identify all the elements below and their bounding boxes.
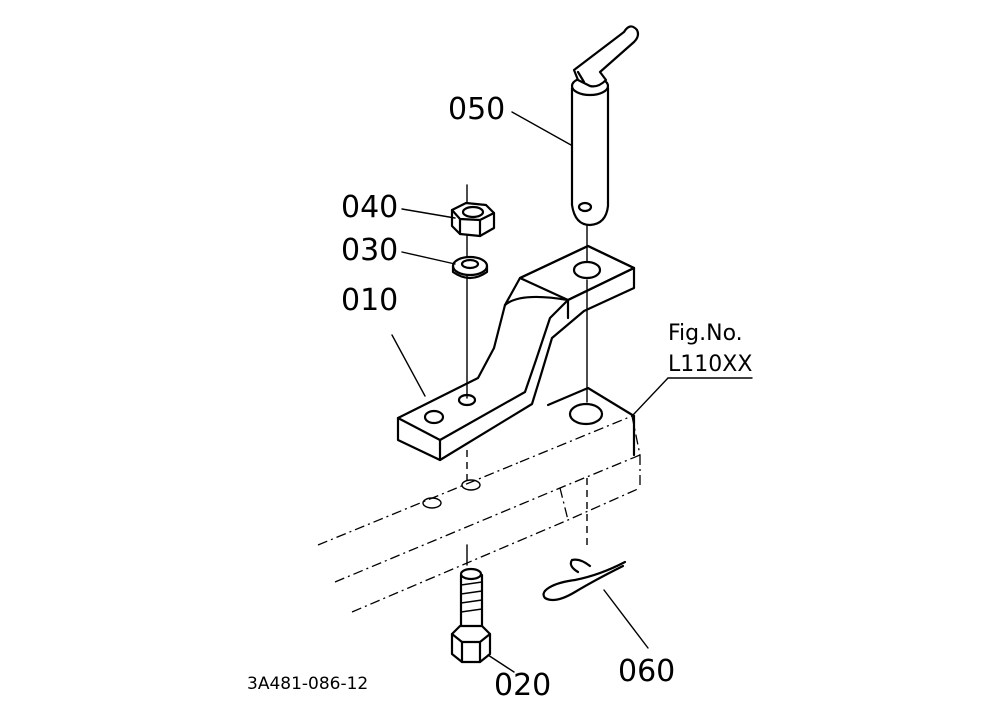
figure-label: Fig.No. — [668, 321, 743, 346]
bolt — [450, 567, 492, 664]
callout-060: 060 — [618, 654, 676, 689]
drawbar-bracket — [396, 244, 636, 462]
callout-020: 020 — [494, 668, 552, 703]
spring-washer — [451, 255, 489, 280]
drawing-code: 3A481-086-12 — [247, 674, 369, 694]
nut — [450, 201, 496, 238]
callout-010: 010 — [341, 283, 399, 318]
leader-lines — [391, 111, 753, 673]
frame-plate — [546, 386, 636, 457]
callout-030: 030 — [341, 233, 399, 268]
hitch-pin — [570, 25, 640, 227]
r-clip — [542, 558, 627, 602]
callout-050: 050 — [448, 92, 506, 127]
figure-number: L110XX — [668, 352, 753, 377]
callout-040: 040 — [341, 190, 399, 225]
